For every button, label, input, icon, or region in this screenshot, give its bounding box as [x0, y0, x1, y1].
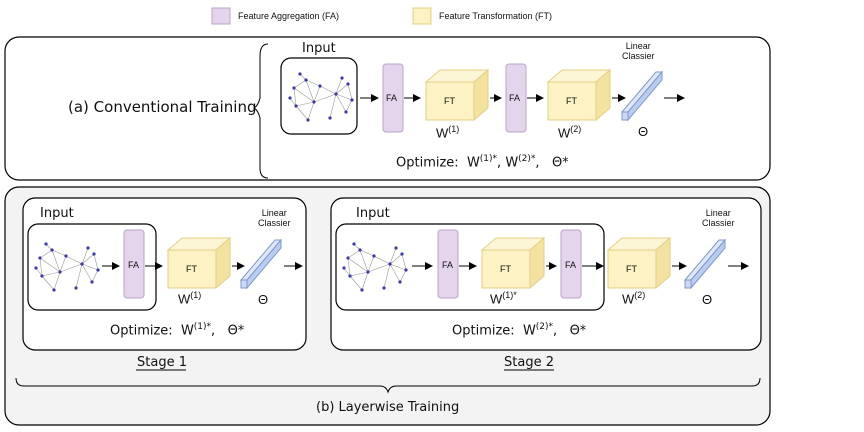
- conventional-ft1-label: FT: [444, 96, 455, 106]
- stage1-classifier-label: Linear Classier: [258, 208, 291, 228]
- stage2-optimize: Optimize: W(2)*, Θ*: [452, 322, 587, 339]
- stage1-fa-block: [123, 229, 145, 299]
- conventional-ft1-block: [424, 68, 490, 122]
- stage2-input-label: Input: [356, 206, 390, 221]
- stage1-optimize: Optimize: W(1)*, Θ*: [110, 322, 245, 339]
- stage2-classifier-bar: [683, 238, 727, 290]
- stage2-label: Stage 2: [504, 355, 554, 370]
- stage2-ft1-block: [480, 236, 546, 290]
- conventional-classifier-label: Linear Classier: [622, 41, 655, 61]
- conventional-input-label: Input: [302, 41, 336, 56]
- stage2-theta: Θ: [702, 292, 713, 307]
- conventional-theta: Θ: [638, 124, 649, 139]
- stage2-fa2-label: FA: [565, 260, 577, 270]
- conventional-ft2-label: FT: [566, 96, 577, 106]
- conventional-w2: W(2): [558, 124, 582, 141]
- conventional-fa1-label: FA: [386, 93, 398, 103]
- legend-fa-swatch: [211, 7, 231, 25]
- stage2-w1: W(1)*: [490, 290, 517, 307]
- stage1-ft-block: [166, 236, 232, 290]
- stage1-ft-label: FT: [186, 264, 197, 274]
- stage2-ft2-label: FT: [626, 264, 637, 274]
- layerwise-title: (b) Layerwise Training: [316, 400, 460, 415]
- stage2-classifier-label: Linear Classier: [702, 208, 735, 228]
- conventional-fa2-label: FA: [509, 93, 521, 103]
- stage1-fa-label: FA: [128, 260, 140, 270]
- legend-fa-label: Feature Aggregation (FA): [238, 11, 340, 21]
- conventional-input-box: [280, 57, 358, 135]
- stage1-theta: Θ: [258, 292, 269, 307]
- legend-ft-label: Feature Transformation (FT): [439, 11, 553, 21]
- conventional-fa1-block: [382, 63, 404, 133]
- stage2-w2: W(2): [622, 290, 646, 307]
- stage2-fa1-label: FA: [442, 260, 454, 270]
- conventional-classifier-bar: [620, 70, 664, 122]
- conventional-title: (a) Conventional Training: [68, 98, 257, 116]
- stage2-fa2-block: [560, 229, 582, 299]
- stage1-input-label: Input: [40, 206, 74, 221]
- conventional-w1: W(1): [436, 124, 460, 141]
- stage2-ft2-block: [606, 236, 672, 290]
- stage2-ft1-label: FT: [500, 264, 511, 274]
- legend-ft-swatch: [412, 7, 432, 25]
- stage1-label: Stage 1: [137, 355, 187, 370]
- conventional-fa2-block: [505, 63, 527, 133]
- conventional-optimize: Optimize: W(1)*, W(2)*, Θ*: [396, 154, 569, 171]
- stage1-classifier-bar: [239, 238, 283, 290]
- layerwise-brace: [15, 377, 761, 394]
- conventional-ft2-block: [546, 68, 612, 122]
- stage1-w: W(1): [178, 290, 202, 307]
- stage2-fa1-block: [437, 229, 459, 299]
- conventional-brace: [252, 43, 269, 179]
